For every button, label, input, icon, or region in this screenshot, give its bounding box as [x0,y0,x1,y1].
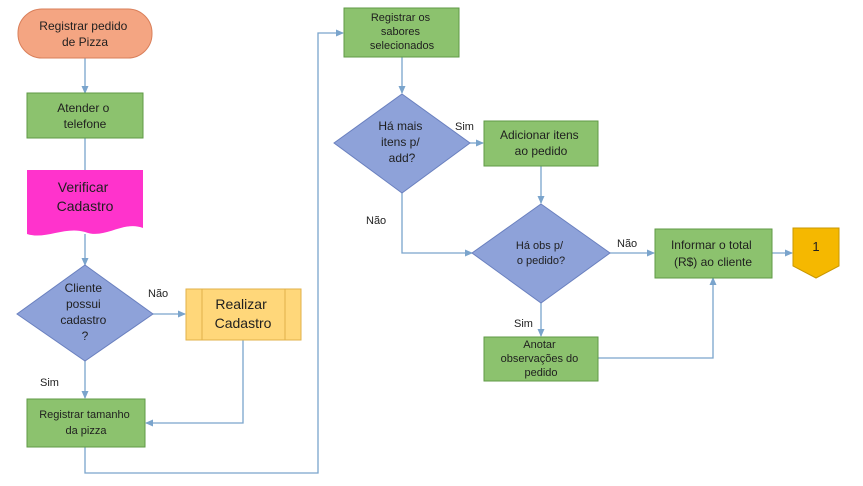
decision-ha-obs: Há obs p/ o pedido? [471,203,611,304]
process-adicionar-itens: Adicionar itens ao pedido [483,120,599,167]
informar-line-1: Informar o total [671,238,752,252]
tamanho-line-2: da pizza [66,425,108,437]
svg-text:Há mais itens p/ a: Há mais itens p/ add? [378,119,425,165]
svg-text:Atender o telefone: Atender o telefone [57,101,112,131]
start-line-1: Registrar pedido [39,19,127,33]
decision-cliente-possui-cadastro: Cliente possui cadastro ? [16,264,154,362]
svg-text:Anotar observações do: Anotar observações do pedido [501,339,582,379]
label-obs-nao: Não [617,238,637,250]
offpage-connector: 1 [792,227,840,279]
cliente-line-2: possui [66,297,101,311]
ha-obs-line-2: o pedido? [517,255,565,267]
cliente-line-3: cadastro [60,313,106,327]
label-mais-nao: Não [366,215,386,227]
svg-text:Verificar Cadastro: Verificar Cadastro [57,179,114,214]
cliente-line-4: ? [82,329,89,343]
ha-mais-line-1: Há mais [378,119,422,133]
connector-label: 1 [812,239,819,254]
svg-text:Registrar tamanho da piz: Registrar tamanho da pizza [39,409,133,437]
process-anotar-observacoes: Anotar observações do pedido [483,336,599,382]
process-registrar-tamanho: Registrar tamanho da pizza [26,398,146,448]
svg-text:Registrar pedido de Pizz: Registrar pedido de Pizza [39,19,130,49]
verificar-line-1: Verificar [58,179,109,195]
label-obs-sim: Sim [514,318,533,330]
cliente-line-1: Cliente [65,281,103,295]
svg-text:Há obs p/ o pedido?: Há obs p/ o pedido? [516,240,566,267]
decision-ha-mais-itens: Há mais itens p/ add? [333,93,471,194]
process-registrar-sabores: Registrar os sabores selecionados [343,7,460,58]
predefined-realizar-cadastro: Realizar Cadastro [185,288,302,341]
informar-line-2: (R$) ao cliente [674,255,752,269]
adicionar-line-2: ao pedido [515,144,568,158]
anotar-line-3: pedido [524,367,557,379]
ha-mais-line-2: itens p/ [381,135,420,149]
tamanho-line-1: Registrar tamanho [39,409,130,421]
svg-text:Registrar os sabores: Registrar os sabores selecionados [370,12,435,52]
label-cliente-nao: Não [148,288,168,300]
realizar-line-2: Cadastro [215,315,272,331]
label-cliente-sim: Sim [40,377,59,389]
sabores-line-3: selecionados [370,40,435,52]
svg-text:Cliente possui cad: Cliente possui cadastro ? [60,281,109,343]
atender-line-1: Atender o [57,101,109,115]
edge-tamanho-to-sabores [84,29,344,474]
adicionar-line-1: Adicionar itens [500,128,579,142]
connector-lines [81,29,793,474]
sabores-line-2: sabores [381,26,421,38]
ha-mais-line-3: add? [389,151,416,165]
label-mais-sim: Sim [455,121,474,133]
document-verificar-cadastro: Verificar Cadastro [27,170,143,236]
atender-line-2: telefone [64,117,107,131]
svg-text:Realizar Cadastro: Realizar Cadastro [215,296,272,331]
verificar-line-2: Cadastro [57,198,114,214]
anotar-line-2: observações do [501,353,579,365]
svg-text:Informar o total (R$) ao: Informar o total (R$) ao cliente [671,238,755,269]
process-informar-total: Informar o total (R$) ao cliente [654,228,773,279]
anotar-line-1: Anotar [523,339,556,351]
svg-text:Adicionar itens ao pedid: Adicionar itens ao pedido [500,128,582,158]
edge-hamais-nao-to-haobs [401,193,473,257]
sabores-line-1: Registrar os [371,12,431,24]
realizar-line-1: Realizar [215,296,267,312]
start-terminal: Registrar pedido de Pizza [17,8,153,59]
edge-anotar-to-informar [598,277,717,359]
start-line-2: de Pizza [62,35,108,49]
edge-realizar-to-tamanho [145,340,244,427]
ha-obs-line-1: Há obs p/ [516,240,564,252]
process-atender-telefone: Atender o telefone [26,92,144,139]
